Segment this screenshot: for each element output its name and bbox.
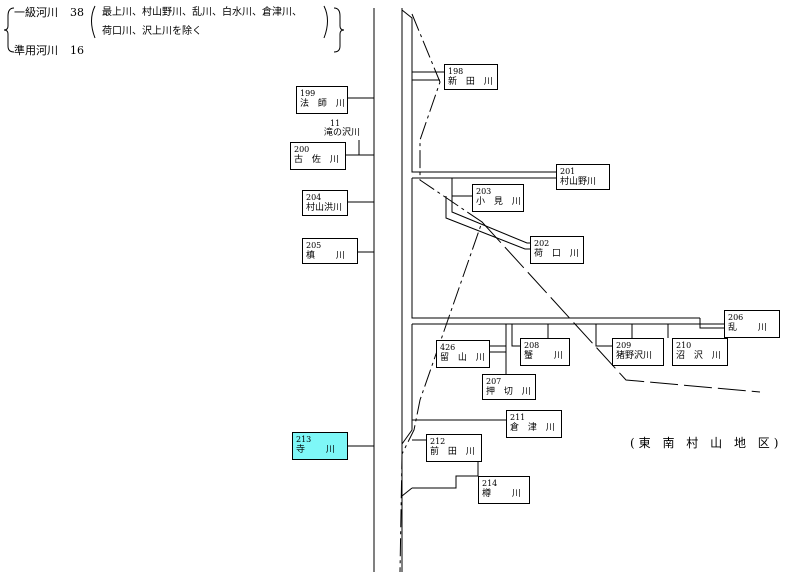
river-name: 樽 川 [482,489,524,499]
legend-bracket-right [333,7,345,53]
river-number: 204 [306,193,322,202]
river-box-206[interactable]: 206 乱 川 [724,310,780,338]
river-box-208[interactable]: 208 蟹 川 [520,338,570,366]
legend-class1-label: 一級河川 [14,6,58,19]
river-number: 198 [448,67,464,76]
river-name: 古 佐 川 [294,155,342,165]
legend-quasi-label: 準用河川 [14,44,58,57]
channel-upper-b [411,72,556,173]
river-box-204[interactable]: 204 村山洪川 [302,190,348,216]
river-box-205[interactable]: 205 槙 川 [302,238,358,264]
channel-203-diag [445,196,530,250]
legend-class1-note-1: 最上川、村山野川、乱川、白水川、倉津川、 [102,7,302,18]
channel-bottom [401,487,413,497]
river-number: 205 [306,241,322,250]
river-name: 蟹 川 [524,351,566,361]
river-name: 新 田 川 [448,77,496,87]
channel-212 [412,460,479,489]
river-number: 211 [510,413,526,422]
river-name: 猪野沢川 [616,351,653,361]
river-number: 213 [296,435,312,444]
legend-paren-left [91,5,96,39]
legend-paren-right [323,5,328,39]
river-name: 乱 川 [728,323,770,333]
boundary-line-2 [481,221,761,393]
river-name: 寺 川 [296,445,338,455]
river-name: 村山野川 [560,177,597,187]
river-name: 留 山 川 [440,353,488,363]
river-box-210[interactable]: 210 沼 沢 川 [672,338,728,366]
river-name: 倉 津 川 [510,423,558,433]
river-box-214[interactable]: 214 樽 川 [478,476,530,504]
river-box-199[interactable]: 199 法 師 川 [296,86,348,114]
river-name: 沼 沢 川 [676,351,724,361]
river-number: 207 [486,377,502,386]
river-number: 210 [676,341,692,350]
river-name: 押 切 川 [486,387,534,397]
river-box-209[interactable]: 209 猪野沢川 [612,338,664,366]
channel-mid-v [411,178,700,319]
river-number: 214 [482,479,498,488]
legend-class1-note-2: 荷口川、沢上川を除く [102,26,202,37]
river-name: 村山洪川 [306,203,343,213]
river-box-198[interactable]: 198 新 田 川 [444,64,498,90]
river-number: 203 [476,187,492,196]
river-number: 200 [294,145,310,154]
legend-quasi-count: 16 [70,44,84,57]
river-box-426[interactable]: 426 留 山 川 [436,340,490,368]
river-box-213[interactable]: 213 寺 川 [292,432,348,460]
river-name: 法 師 川 [300,99,348,109]
district-label: (東 南 村 山 地 区) [630,436,783,450]
river-box-202[interactable]: 202 荷 口 川 [530,236,584,264]
river-box-211[interactable]: 211 倉 津 川 [506,410,562,438]
river-name: 荷 口 川 [534,249,582,259]
river-number: 199 [300,89,316,98]
river-number: 206 [728,313,744,322]
river-name: 槙 川 [306,251,348,261]
river-number: 208 [524,341,540,350]
branch-208 [511,324,520,347]
legend-bracket-left [3,7,15,53]
channel-203-diag2 [451,196,530,244]
channel-lower-v [411,324,506,421]
river-box-212[interactable]: 212 前 田 川 [426,434,482,462]
channel-upper-a [401,9,444,73]
legend-class1-count: 38 [70,6,84,19]
river-number: 209 [616,341,632,350]
river-name: 小 見 川 [476,197,524,207]
branch-206 [699,318,724,329]
river-number: 426 [440,343,456,352]
river-label-11: 11 [330,119,341,128]
river-box-207[interactable]: 207 押 切 川 [482,374,536,400]
branch-211 [401,420,413,445]
river-box-201[interactable]: 201 村山野川 [556,164,610,190]
river-box-203[interactable]: 203 小 見 川 [472,184,524,212]
branch-209 [595,324,612,347]
river-name: 前 田 川 [430,447,478,457]
river-number: 202 [534,239,550,248]
river-box-200[interactable]: 200 古 佐 川 [290,142,346,170]
river-label-takinosawa: 滝の沢川 [324,128,361,138]
river-number: 212 [430,437,446,446]
river-number: 201 [560,167,576,176]
